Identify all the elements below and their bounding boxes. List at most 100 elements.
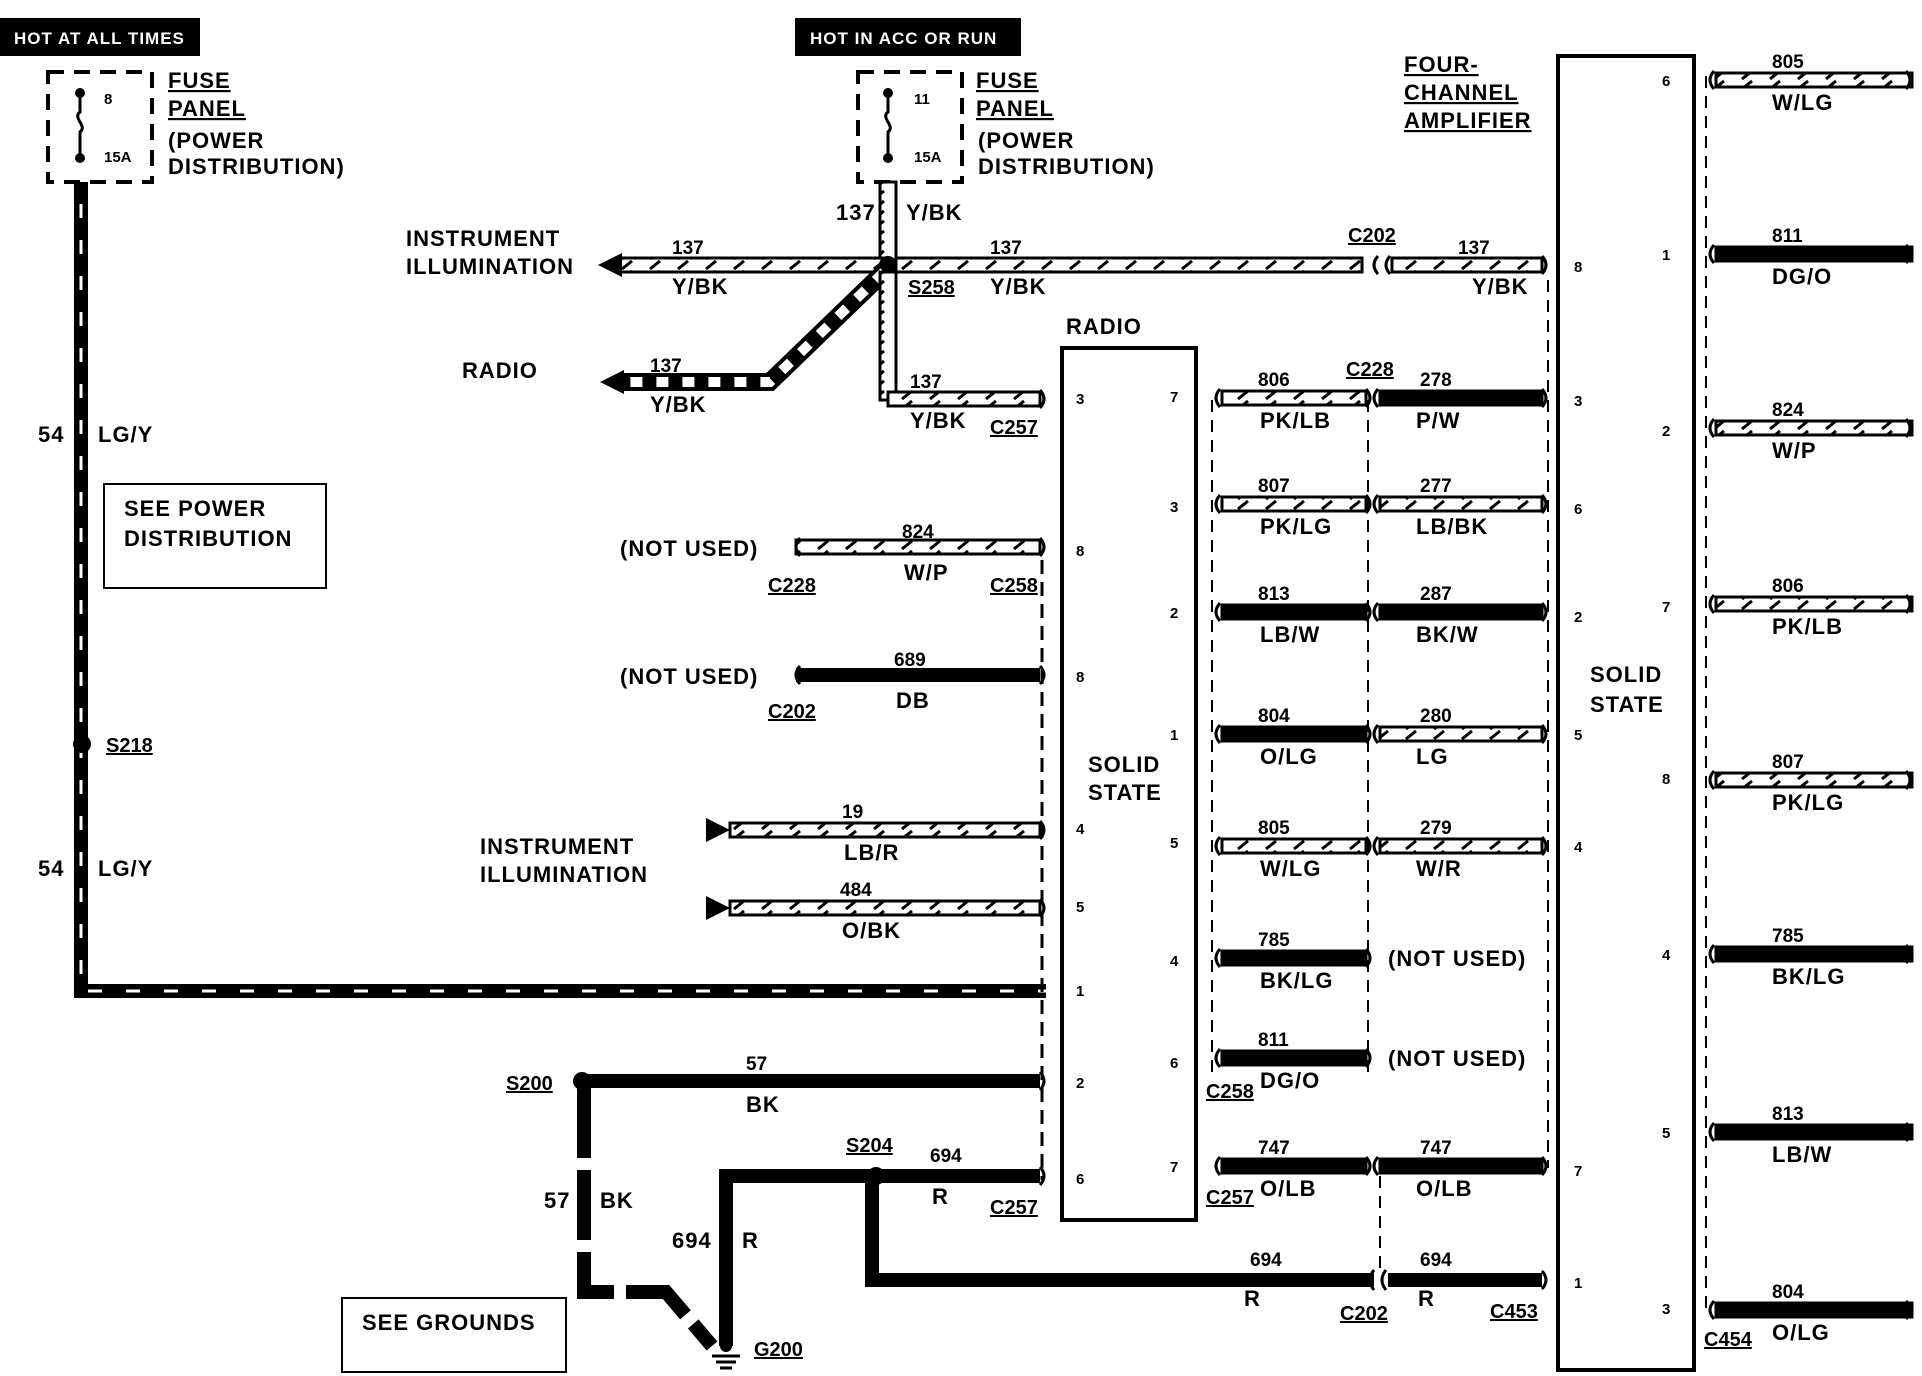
connector-c228-left: C228: [768, 575, 816, 597]
hot-in-acc-or-run-tag: HOT IN ACC OR RUN: [795, 18, 1021, 56]
wire-137-to-amp-b: [1390, 256, 1544, 274]
splice-s258-label: S258: [908, 277, 955, 299]
wire-137-to-radio-pin: [878, 270, 898, 402]
wire-137-feed-num: 137: [836, 200, 876, 225]
not-used-label: (NOT USED): [1388, 946, 1526, 971]
wire-color: O/LB: [1416, 1176, 1473, 1201]
svg-text:PANEL: PANEL: [976, 96, 1054, 121]
svg-text:DISTRIBUTION: DISTRIBUTION: [124, 526, 292, 551]
wire-694-v-num: 694: [672, 1228, 712, 1253]
connector-c257-mid: C257: [1206, 1187, 1254, 1209]
svg-text:DISTRIBUTION): DISTRIBUTION): [168, 154, 345, 179]
wire-color: LB/W: [1260, 622, 1320, 647]
wire-color: DG/O: [1772, 264, 1832, 289]
svg-text:8: 8: [1574, 259, 1582, 276]
svg-text:3: 3: [1662, 1301, 1670, 1318]
wire-689-num: 689: [894, 650, 926, 671]
wire-57-color: BK: [746, 1092, 780, 1117]
wire-694-to-amp-b: [1388, 1273, 1542, 1287]
wire-694-num: 694: [930, 1146, 962, 1167]
svg-text:8: 8: [1076, 669, 1084, 686]
wire-137-amp-b-color: Y/BK: [1472, 274, 1529, 299]
wire-color: W/R: [1416, 856, 1462, 881]
wire-num: 747: [1258, 1138, 1290, 1159]
wire-num: 806: [1258, 370, 1290, 391]
wire-num: 813: [1772, 1104, 1804, 1125]
svg-text:1: 1: [1574, 1275, 1582, 1292]
wire-137-radio-pin-num: 137: [910, 372, 942, 393]
svg-text:CHANNEL: CHANNEL: [1404, 80, 1519, 105]
see-grounds-box: SEE GROUNDS: [341, 1297, 567, 1373]
svg-text:AMPLIFIER: AMPLIFIER: [1404, 108, 1532, 133]
svg-text:SOLID: SOLID: [1088, 752, 1160, 777]
wire-54-color-2: LG/Y: [98, 856, 153, 881]
wire-137-ii-num: 137: [672, 238, 704, 259]
wire-num: 785: [1258, 930, 1290, 951]
svg-text:RADIO: RADIO: [1066, 314, 1142, 339]
svg-text:PANEL: PANEL: [168, 96, 246, 121]
radio-unit: RADIO SOLID STATE: [1060, 314, 1198, 1222]
svg-text:2: 2: [1662, 423, 1670, 440]
svg-text:4: 4: [1170, 953, 1179, 970]
svg-text:SOLID: SOLID: [1590, 662, 1662, 687]
connector-c453: C453: [1490, 1301, 1538, 1323]
wire-484-num: 484: [840, 880, 872, 901]
wire-137-ii-color: Y/BK: [672, 274, 729, 299]
svg-text:4: 4: [1076, 821, 1085, 838]
connector-c257-top-label: C257: [990, 417, 1038, 439]
svg-text:5: 5: [1662, 1125, 1670, 1142]
wire-694-color: R: [932, 1184, 949, 1209]
wire-num: 806: [1772, 576, 1804, 597]
see-power-distribution-box: SEE POWER DISTRIBUTION: [103, 483, 327, 589]
splice-s218-label: S218: [106, 735, 153, 757]
wire-137-radio-color: Y/BK: [650, 392, 707, 417]
splice-s200-label: S200: [506, 1073, 553, 1095]
svg-text:2: 2: [1170, 605, 1178, 622]
wire-54-color-1: LG/Y: [98, 422, 153, 447]
svg-text:(POWER: (POWER: [168, 128, 264, 153]
wire-57-v-color: BK: [600, 1188, 634, 1213]
wire-num: 813: [1258, 584, 1290, 605]
svg-text:7: 7: [1170, 389, 1178, 406]
svg-text:STATE: STATE: [1590, 692, 1664, 717]
wire-color: LB/BK: [1416, 514, 1488, 539]
wire-57-v-num: 57: [544, 1188, 570, 1213]
wire-824-not-used: [794, 537, 1046, 557]
wire-137-amp-a-num: 137: [990, 238, 1022, 259]
svg-text:15A: 15A: [104, 149, 132, 166]
instrument-illumination-label-top-2: ILLUMINATION: [406, 254, 574, 279]
svg-text:8: 8: [1662, 771, 1670, 788]
svg-text:4: 4: [1574, 839, 1583, 856]
svg-text:HOT AT ALL TIMES: HOT AT ALL TIMES: [14, 29, 185, 48]
wire-137-to-ii: [618, 256, 890, 274]
connector-c258-mid: C258: [1206, 1081, 1254, 1103]
wire-19-color: LB/R: [844, 840, 899, 865]
connector-c202-left: C202: [768, 701, 816, 723]
connector-c202-top: [1372, 255, 1392, 275]
wire-694-amp-b-num: 694: [1420, 1250, 1452, 1271]
wire-num: 287: [1420, 584, 1452, 605]
wire-137-feed: [878, 180, 898, 266]
svg-text:6: 6: [1662, 73, 1670, 90]
wire-color: O/LB: [1260, 1176, 1317, 1201]
wire-824-num: 824: [902, 522, 934, 543]
svg-text:1: 1: [1076, 983, 1084, 1000]
wire-137-amp-a-color: Y/BK: [990, 274, 1047, 299]
wire-694-amp-b-color: R: [1418, 1286, 1435, 1311]
svg-text:15A: 15A: [914, 149, 942, 166]
svg-text:DISTRIBUTION): DISTRIBUTION): [978, 154, 1155, 179]
wire-54-num-2: 54: [38, 856, 64, 881]
wire-color: PK/LG: [1772, 790, 1844, 815]
wire-54-num-1: 54: [38, 422, 64, 447]
svg-text:5: 5: [1574, 727, 1582, 744]
not-used-label-2: (NOT USED): [620, 664, 758, 689]
arrow-wire-19: [706, 818, 730, 842]
